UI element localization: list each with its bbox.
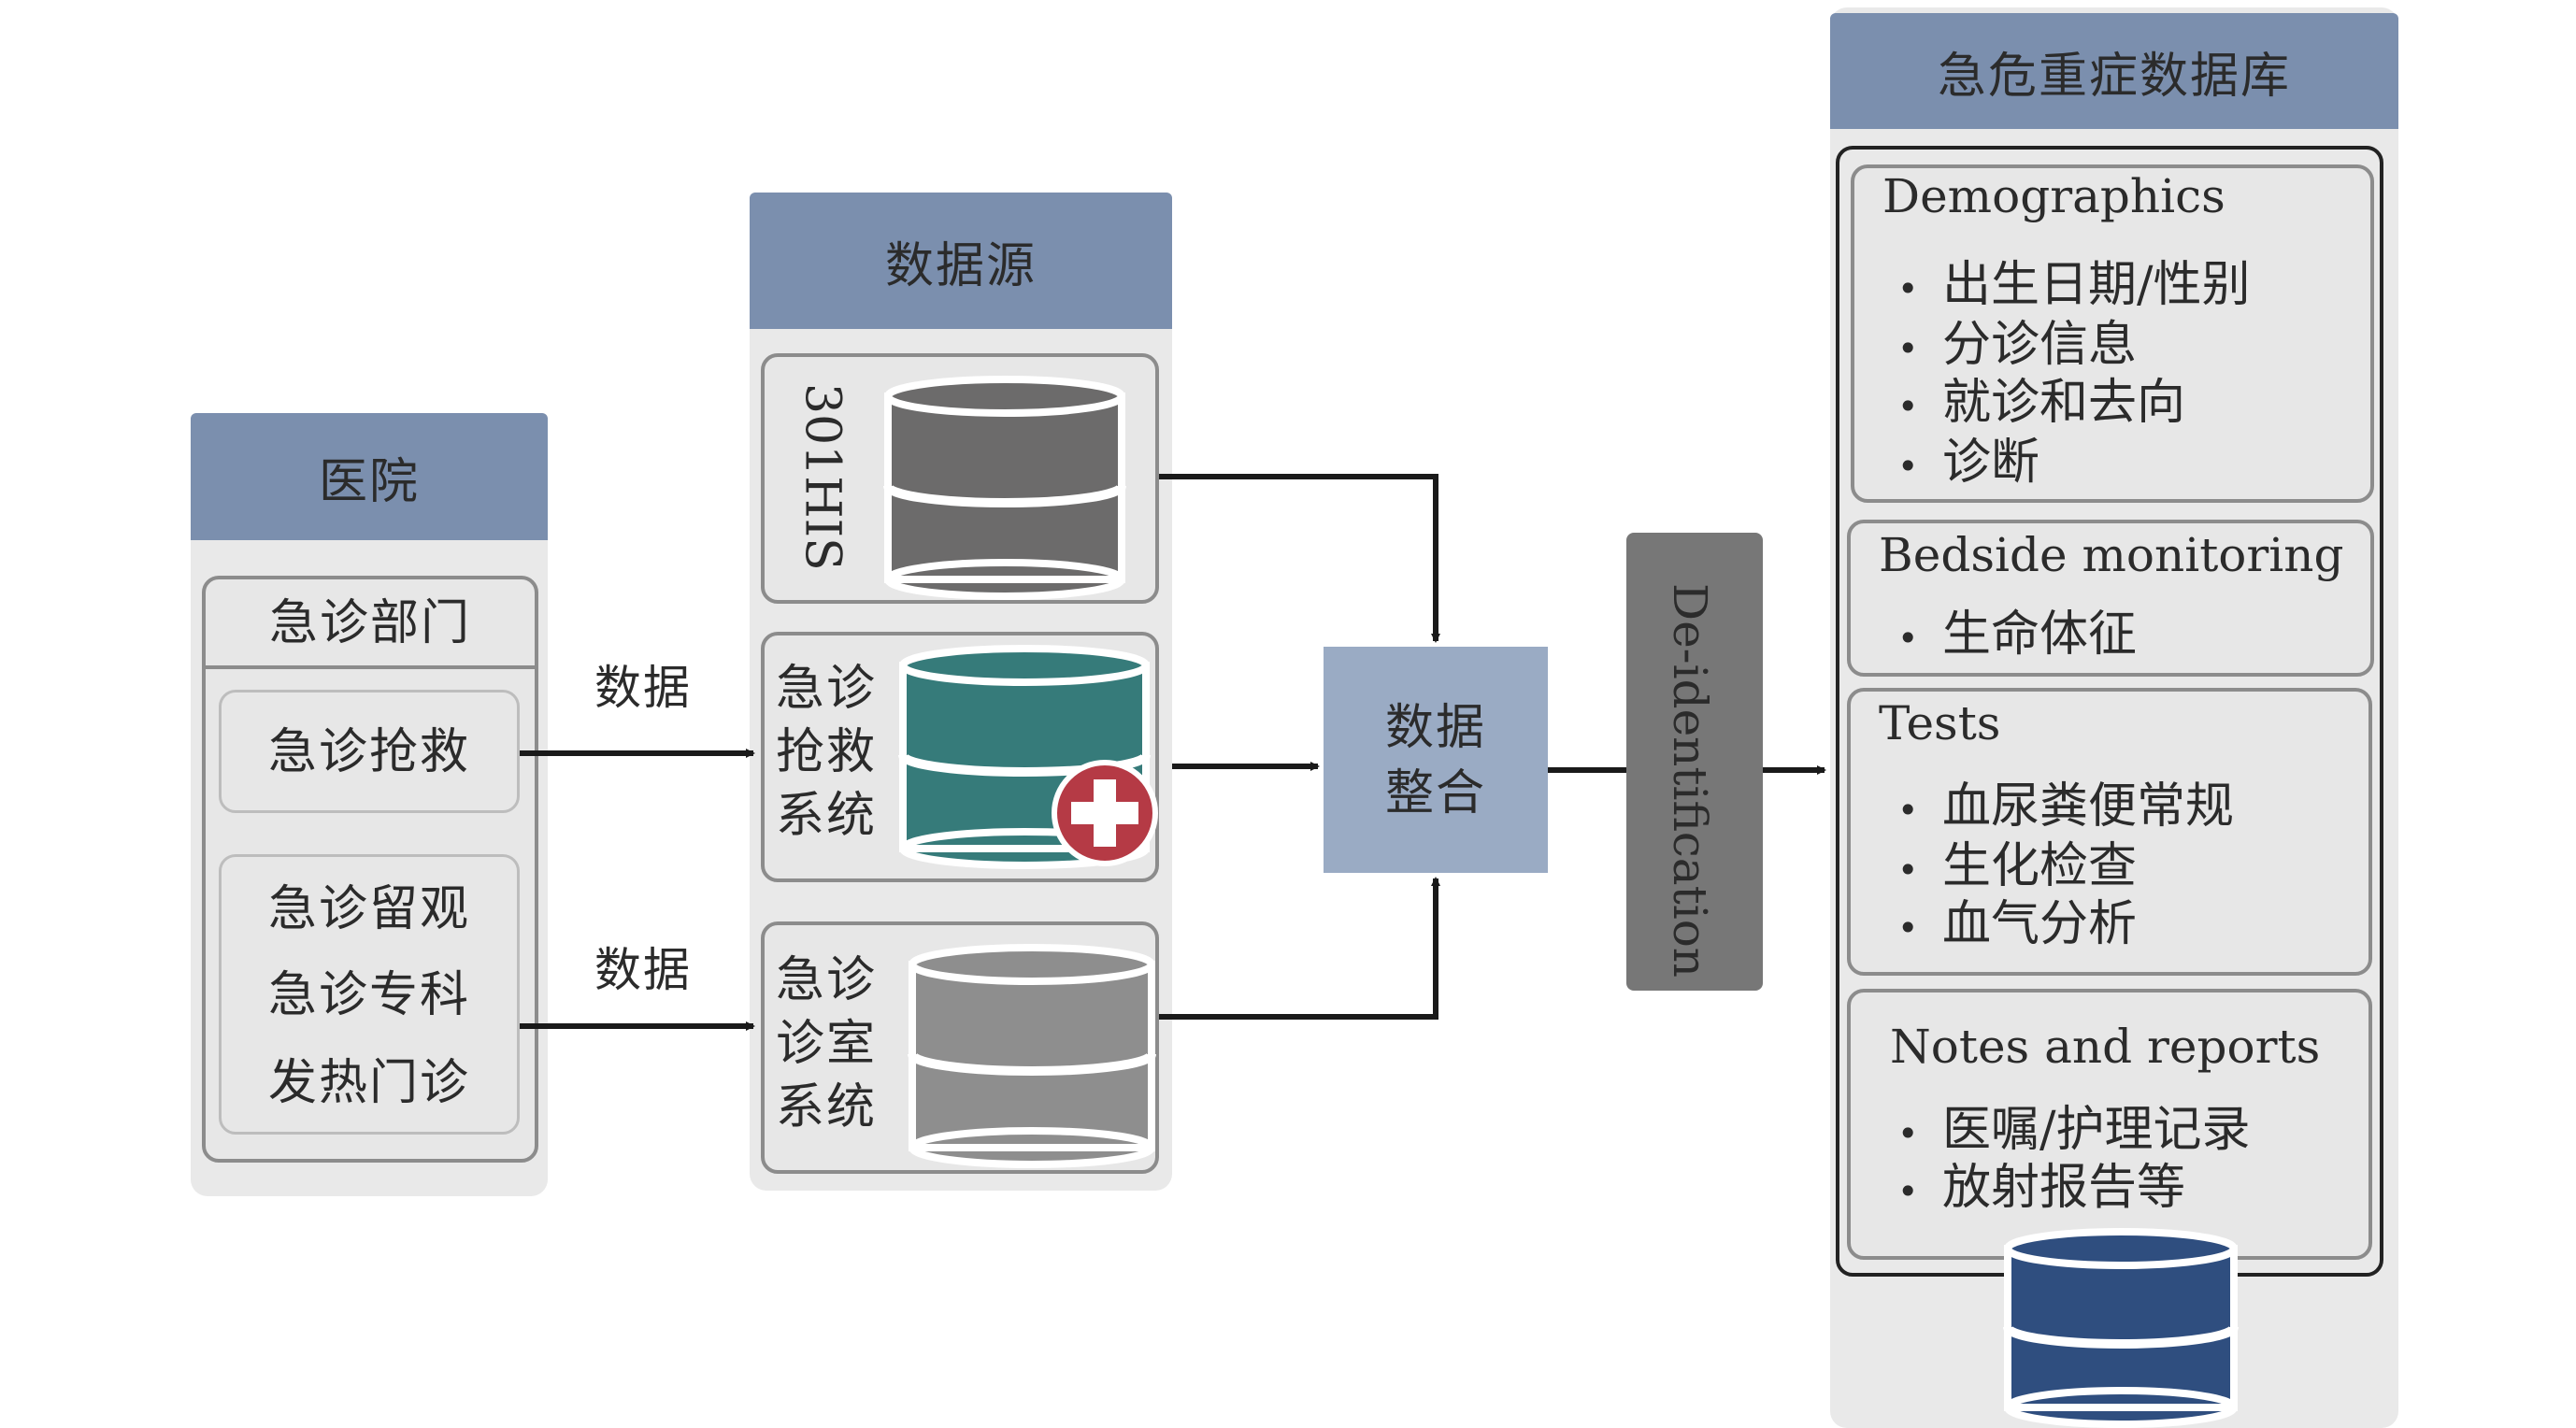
hospital-header: 医院 <box>191 413 548 540</box>
tests-item-3: 血气分析 <box>1897 884 2137 954</box>
clinic-system-label-3: 系统 <box>776 1079 878 1135</box>
section-bedside-title: Bedside monitoring <box>1879 528 2344 582</box>
demographics-item-4: 诊断 <box>1897 422 2039 493</box>
other-unit-3: 发热门诊 <box>267 1055 470 1111</box>
section-tests-title: Tests <box>1879 696 2001 750</box>
his-label: 301HIS <box>794 383 851 571</box>
section-demographics-title: Demographics <box>1882 169 2225 223</box>
rescue-system-label-2: 抢救 <box>776 724 878 780</box>
other-unit-2: 急诊专科 <box>267 967 470 1023</box>
dept-title: 急诊部门 <box>268 595 471 651</box>
arrow-down-icon <box>1159 474 1440 643</box>
other-unit-1: 急诊留观 <box>267 881 470 937</box>
section-notes-title: Notes and reports <box>1890 1020 2321 1074</box>
notes-item-2: 放射报告等 <box>1897 1148 2185 1218</box>
clinic-database-icon <box>908 944 1156 1168</box>
data-label-bottom: 数据 <box>594 943 692 997</box>
rescue-label: 急诊抢救 <box>267 724 470 780</box>
rescue-box <box>219 690 520 813</box>
integration-box <box>1324 647 1548 873</box>
database-header: 急危重症数据库 <box>1830 13 2398 129</box>
tests-item-1: 血尿粪便常规 <box>1897 766 2234 836</box>
data-label-top: 数据 <box>594 661 692 715</box>
other-units-box <box>219 854 520 1135</box>
bedside-item-1: 生命体征 <box>1897 594 2137 664</box>
demographics-item-1: 出生日期/性别 <box>1897 245 2251 315</box>
clinic-system-label-2: 诊室 <box>776 1016 878 1072</box>
deid-label: De-identification <box>1663 583 1717 978</box>
his-database-icon <box>883 376 1126 600</box>
dept-divider <box>206 665 535 669</box>
critical-care-database-icon <box>2003 1228 2239 1428</box>
rescue-system-label-3: 系统 <box>776 788 878 844</box>
integration-label-2: 整合 <box>1384 765 1486 821</box>
sources-header: 数据源 <box>750 193 1172 329</box>
demographics-item-3: 就诊和去向 <box>1897 363 2185 433</box>
arrow-up-icon <box>1159 877 1440 1020</box>
clinic-system-label-1: 急诊 <box>776 952 878 1008</box>
rescue-system-label-1: 急诊 <box>776 661 878 717</box>
medical-cross-icon <box>1052 760 1158 866</box>
deid-box <box>1626 533 1763 991</box>
integration-label-1: 数据 <box>1384 700 1486 756</box>
